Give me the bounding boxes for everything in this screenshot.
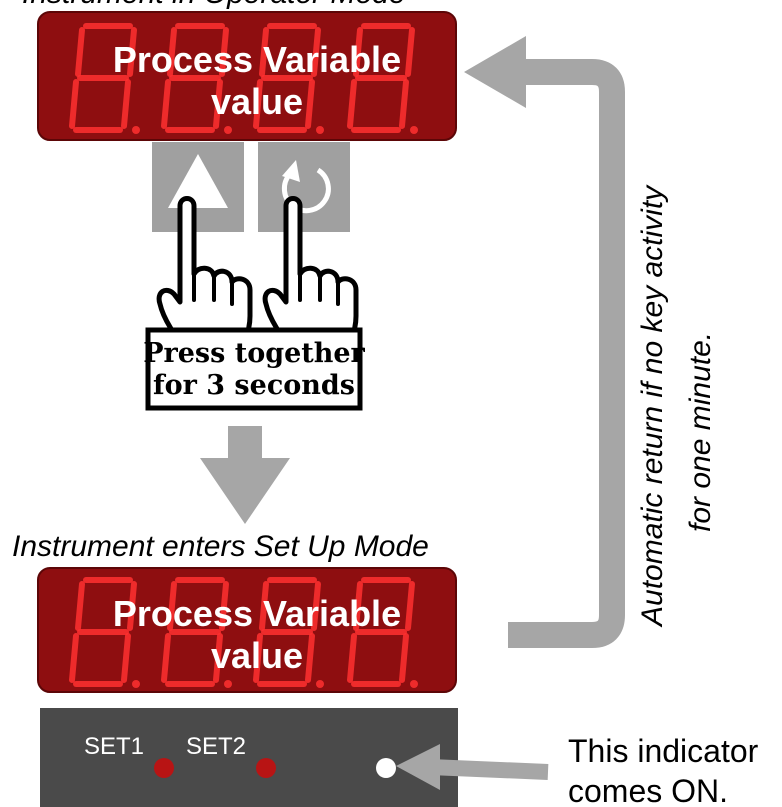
return-arrow <box>464 36 625 648</box>
cycle-key[interactable] <box>258 142 350 232</box>
press-line2: for 3 seconds <box>153 370 355 401</box>
pointer-arrow <box>396 744 549 790</box>
display-top-line2: value <box>211 81 303 122</box>
up-key[interactable] <box>152 142 244 232</box>
cycle-icon <box>281 160 331 214</box>
indicator-note-line1: This indicator <box>568 733 759 769</box>
display-bottom-line2: value <box>211 635 303 676</box>
return-arrow-shaft <box>508 59 625 648</box>
display-top: Process Variable value <box>37 11 457 141</box>
return-note-line1: Automatic return if no key activity <box>636 184 669 628</box>
set2-label: SET2 <box>186 733 246 760</box>
pointer-arrowhead-icon <box>396 744 440 790</box>
up-arrow-icon <box>168 154 228 208</box>
set2-led <box>256 758 276 778</box>
automatic-return-note: Automatic return if no key activity for … <box>636 184 717 628</box>
indicator-panel: SET1 SET2 <box>40 708 458 807</box>
cycle-key-face[interactable] <box>258 142 350 232</box>
set1-label: SET1 <box>84 733 144 760</box>
setup-indicator-led <box>376 758 396 778</box>
down-arrow-icon <box>200 426 290 524</box>
indicator-panel-bg <box>40 708 458 807</box>
press-line1: Press together <box>143 338 365 369</box>
return-note-line2: for one minute. <box>684 332 717 532</box>
press-together-box: Press together for 3 seconds <box>143 327 366 411</box>
display-top-line1: Process Variable <box>113 39 401 80</box>
indicator-note-line2: comes ON. <box>568 773 728 807</box>
setup-mode-caption: Instrument enters Set Up Mode <box>12 530 429 563</box>
display-bottom-line1: Process Variable <box>113 593 401 634</box>
display-bottom: Process Variable value <box>37 567 457 693</box>
return-arrowhead-icon <box>464 36 526 108</box>
set1-led <box>154 758 174 778</box>
operator-mode-caption: Instrument in Operator Mode <box>22 0 406 10</box>
